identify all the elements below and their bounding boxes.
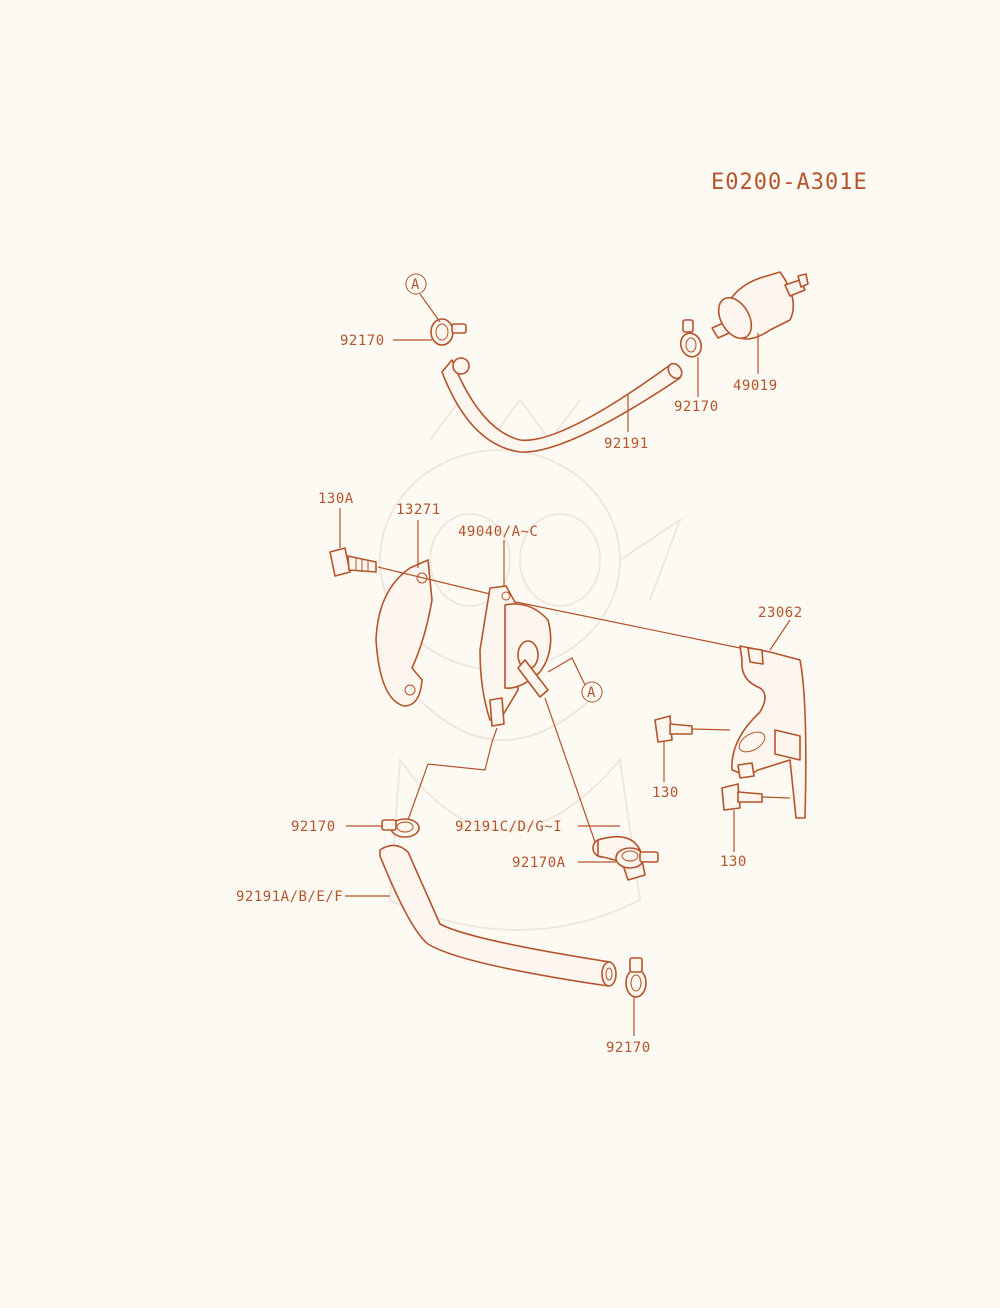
- label-23062: 23062: [758, 605, 803, 621]
- label-92170-bottom: 92170: [606, 1040, 651, 1056]
- bolt-130a[interactable]: [329, 547, 377, 577]
- label-13271: 13271: [396, 502, 441, 518]
- pump-cover[interactable]: [375, 559, 433, 707]
- hose-clamp-top-right[interactable]: [677, 319, 704, 360]
- pump-bracket[interactable]: [731, 645, 807, 819]
- hose-clamp-mid-left[interactable]: [381, 818, 420, 838]
- fuel-pump[interactable]: [479, 585, 552, 727]
- hose-clamp-92170a[interactable]: [615, 847, 659, 869]
- label-49040: 49040/A~C: [458, 524, 538, 540]
- label-130-upper: 130: [652, 785, 679, 801]
- callout-a-mid: A: [547, 657, 603, 703]
- label-92191: 92191: [604, 436, 649, 452]
- label-130a-text: 130A: [318, 491, 354, 507]
- svg-text:A: A: [411, 277, 420, 293]
- hose-clamp-top-left[interactable]: [430, 318, 467, 346]
- fuel-hose-top[interactable]: [441, 357, 685, 453]
- hose-clamp-bottom[interactable]: [625, 957, 647, 998]
- label-92170a: 92170A: [512, 855, 566, 871]
- fuel-filter[interactable]: [711, 271, 809, 344]
- label-92170-top-right: 92170: [674, 399, 719, 415]
- bolt-130-upper[interactable]: [654, 715, 693, 743]
- svg-text:A: A: [587, 685, 596, 701]
- fuel-hose-long[interactable]: [379, 844, 617, 987]
- label-92170-top-left: 92170: [340, 333, 385, 349]
- label-92170-mid-left: 92170: [291, 819, 336, 835]
- diagram-code: E0200-A301E: [711, 170, 868, 195]
- label-92191a: 92191A/B/E/F: [236, 889, 343, 905]
- bolt-130-lower[interactable]: [721, 783, 763, 811]
- label-92191c: 92191C/D/G~I: [455, 819, 562, 835]
- label-130-lower: 130: [720, 854, 747, 870]
- callout-a-top: A: [405, 273, 441, 323]
- label-49019: 49019: [733, 378, 778, 394]
